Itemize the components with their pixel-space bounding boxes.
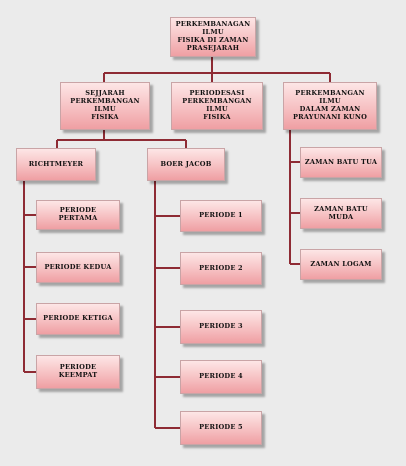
- node-periode-keempat: PERIODE KEEMPAT: [36, 355, 120, 389]
- node-root: PERKEMBANAGAN ILMU FISIKA DI ZAMAN PRASE…: [170, 17, 256, 57]
- node-richtmeyer: RICHTMEYER: [16, 148, 96, 181]
- node-periode-kedua: PERIODE KEDUA: [36, 252, 120, 283]
- node-zaman-logam: ZAMAN LOGAM: [300, 249, 382, 280]
- node-zaman-batu-tua: ZAMAN BATU TUA: [300, 147, 382, 178]
- node-zaman-batu-muda: ZAMAN BATU MUDA: [300, 198, 382, 229]
- node-prayunani: PERKEMBANGAN ILMU DALAM ZAMAN PRAYUNANI …: [283, 82, 377, 130]
- node-periode-ketiga: PERIODE KETIGA: [36, 303, 120, 335]
- node-boer-jacob: BOER JACOB: [147, 148, 225, 181]
- node-sejarah: SEJJARAH PERKEMBANGAN ILMU FISIKA: [60, 82, 150, 130]
- node-periode-4: PERIODE 4: [180, 360, 262, 394]
- node-periode-1: PERIODE 1: [180, 200, 262, 232]
- node-periode-pertama: PERIODE PERTAMA: [36, 200, 120, 230]
- node-periode-5: PERIODE 5: [180, 411, 262, 445]
- node-periode-3: PERIODE 3: [180, 310, 262, 344]
- node-periodesasi: PERIODESASI PERKEMBANGAN ILMU FISIKA: [171, 82, 263, 130]
- node-periode-2: PERIODE 2: [180, 252, 262, 285]
